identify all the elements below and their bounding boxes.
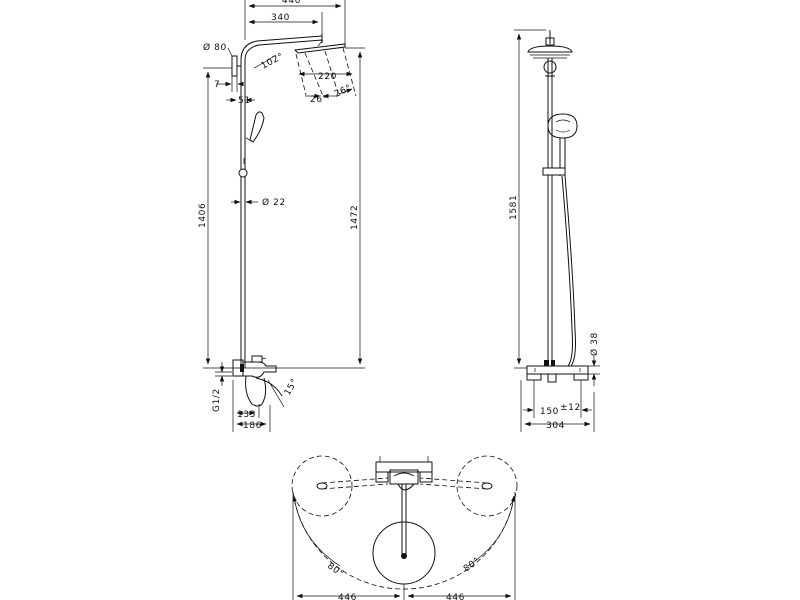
- height-1472-label: 1472: [350, 205, 360, 230]
- wall-bracket: [231, 55, 241, 77]
- side-riser-pipe: [240, 60, 246, 368]
- bracket-depth-7-label: 7: [214, 80, 220, 90]
- pipe-offset-51-label: 51: [238, 96, 251, 106]
- arm-length-340-label: 340: [271, 13, 290, 23]
- front-thermostat-bar: [526, 360, 589, 383]
- spray-angle-left-label: 26°: [310, 95, 328, 105]
- swing-arc: [292, 491, 516, 590]
- spout-projection-186-label: 186: [243, 421, 262, 431]
- front-view: 1581 Ø 38 150 ±12 304: [509, 29, 600, 432]
- swing-angle-right-label: 80°: [462, 556, 482, 574]
- head-position-right: [456, 455, 518, 517]
- total-width-446-label: 446: [282, 0, 301, 6]
- side-view: 220 26° 26° 102° 446 340 Ø 80 7 51: [198, 0, 365, 432]
- side-overhead-shower: [293, 39, 346, 54]
- centers-tolerance-label: ±12: [560, 403, 581, 413]
- side-hand-shower: [243, 111, 265, 164]
- centers-150-label: 150: [540, 407, 559, 417]
- top-thermostat: [375, 456, 433, 491]
- swing-angle-left-label: 80°: [325, 561, 345, 579]
- spray-cone: [295, 47, 357, 99]
- height-1406-label: 1406: [198, 203, 208, 228]
- head-position-left: [291, 455, 353, 517]
- front-slider: [542, 167, 566, 176]
- pipe-diameter-label: Ø 22: [262, 197, 286, 208]
- swing-right-446-label: 446: [446, 593, 465, 600]
- thread-size-label: G1/2: [212, 388, 222, 412]
- arm-angle-label: 102°: [260, 52, 286, 72]
- head-width-label: 220: [318, 72, 337, 82]
- side-slider: [238, 168, 248, 178]
- front-riser-pipe: [545, 58, 555, 364]
- front-overhead-shower: [527, 30, 573, 74]
- spout-angle-label: 15°: [283, 377, 301, 397]
- height-1581-label: 1581: [509, 195, 519, 220]
- side-thermostat-mixer: [232, 355, 283, 407]
- front-hose: [561, 175, 573, 367]
- top-view: 80° 80° 446 446: [291, 455, 518, 600]
- bar-diameter-label: Ø 38: [589, 332, 600, 356]
- spout-projection-133-label: 133: [237, 410, 256, 420]
- bracket-diameter-label: Ø 80: [203, 42, 227, 53]
- width-304-label: 304: [546, 421, 565, 431]
- swing-left-446-label: 446: [338, 593, 357, 600]
